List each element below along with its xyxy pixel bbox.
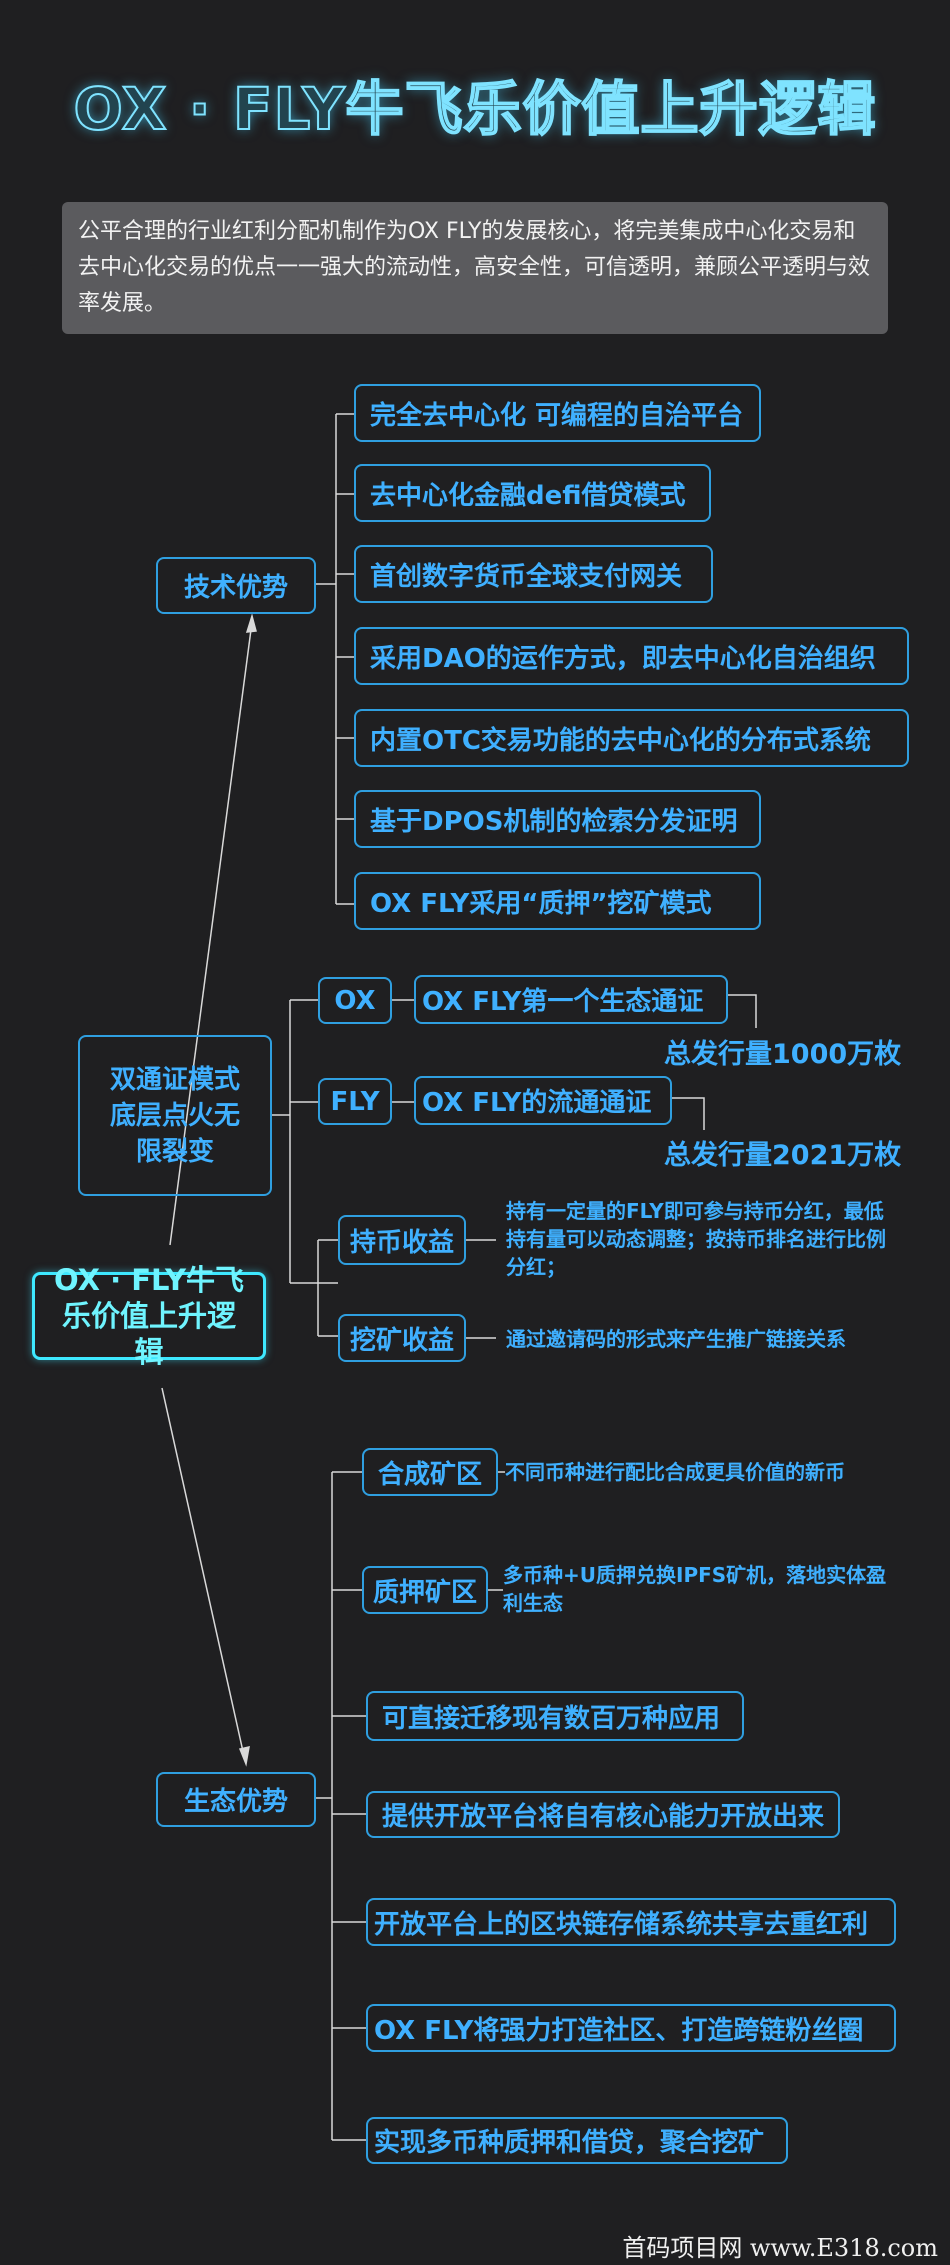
eco-item: 提供开放平台将自有核心能力开放出来 (366, 1791, 840, 1838)
ox-total-supply: 总发行量1000万枚 (664, 1039, 902, 1070)
eco-item: 可直接迁移现有数百万种应用 (366, 1691, 744, 1741)
intro-text: 公平合理的行业红利分配机制作为OX FLY的发展核心，将完美集成中心化交易和去中… (62, 202, 888, 334)
fly-token-desc: OX FLY的流通通证 (414, 1076, 672, 1125)
eco-advantage-node: 生态优势 (156, 1772, 316, 1827)
pledge-mining-node: 质押矿区 (362, 1566, 488, 1614)
eco-item: OX FLY将强力打造社区、打造跨链粉丝圈 (366, 2004, 896, 2052)
tech-item: 完全去中心化 可编程的自治平台 (354, 384, 761, 442)
holding-income-desc: 持有一定量的FLY即可参与持币分红，最低持有量可以动态调整；按持币排名进行比例分… (506, 1199, 886, 1279)
mining-income-node: 挖矿收益 (338, 1314, 466, 1362)
tech-item: 去中心化金融defi借贷模式 (354, 464, 711, 522)
footer-watermark: 首码项目网 www.E318.com (622, 2234, 938, 2262)
eco-item: 实现多币种质押和借贷，聚合挖矿 (366, 2117, 788, 2164)
pledge-mining-desc: 多币种+U质押兑换IPFS矿机，落地实体盈利生态 (503, 1563, 887, 1615)
ox-token-desc: OX FLY第一个生态通证 (414, 975, 728, 1024)
tech-item: OX FLY采用“质押”挖矿模式 (354, 872, 761, 930)
fly-token-node: FLY (318, 1078, 392, 1125)
tech-item: 内置OTC交易功能的去中心化的分布式系统 (354, 709, 909, 767)
tech-item: 首创数字货币全球支付网关 (354, 545, 713, 603)
synthetic-mining-node: 合成矿区 (362, 1448, 498, 1496)
ox-token-node: OX (318, 977, 392, 1024)
tech-advantage-node: 技术优势 (156, 557, 316, 614)
tech-item: 采用DAO的运作方式，即去中心化自治组织 (354, 627, 909, 685)
dual-token-node: 双通证模式底层点火无限裂变 (78, 1035, 272, 1196)
center-node: OX · FLY牛飞乐价值上升逻辑 (32, 1263, 266, 1369)
fly-total-supply: 总发行量2021万枚 (664, 1140, 902, 1171)
holding-income-node: 持币收益 (338, 1215, 466, 1265)
mining-income-desc: 通过邀请码的形式来产生推广链接关系 (506, 1327, 846, 1351)
page-title: OX · FLY牛飞乐价值上升逻辑 (73, 74, 877, 144)
eco-item: 开放平台上的区块链存储系统共享去重红利 (366, 1898, 896, 1946)
synthetic-mining-desc: 不同币种进行配比合成更具价值的新币 (505, 1460, 845, 1484)
tech-item: 基于DPOS机制的检索分发证明 (354, 790, 761, 848)
